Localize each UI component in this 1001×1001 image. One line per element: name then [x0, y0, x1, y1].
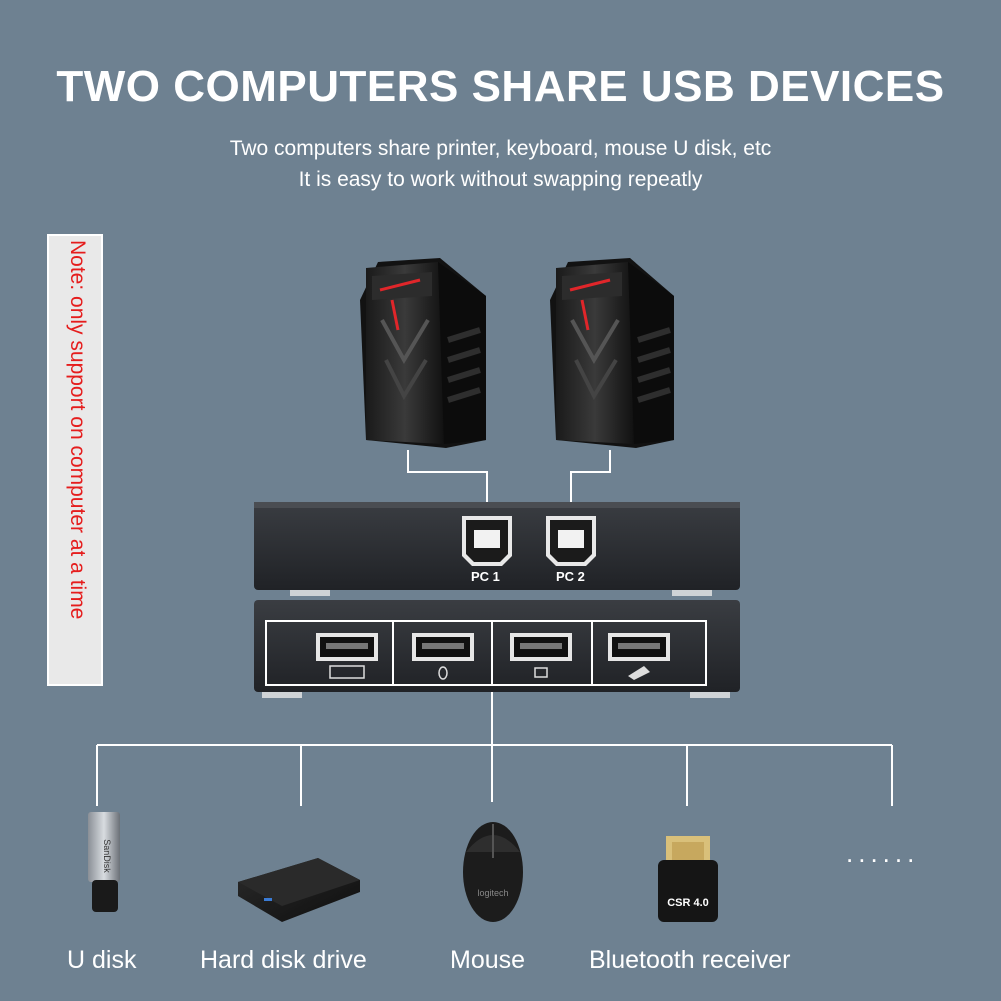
device-label-mouse: Mouse: [450, 946, 526, 974]
usb-switch-back-panel: [254, 502, 740, 596]
svg-text:logitech: logitech: [477, 888, 508, 898]
usb-b-port-pc2-icon: [546, 516, 596, 566]
usb-flash-drive-icon: SanDisk: [88, 812, 120, 912]
usb-b-port-pc1-icon: [462, 516, 512, 566]
usb-a-port-keyboard-icon: [316, 633, 378, 679]
device-label-hard-disk: Hard disk drive: [200, 946, 367, 974]
page-title: TWO COMPUTERS SHARE USB DEVICES: [56, 62, 945, 111]
csr-label: CSR 4.0: [667, 897, 709, 909]
subtitle-line-1: Two computers share printer, keyboard, m…: [229, 137, 772, 160]
device-label-bluetooth: Bluetooth receiver: [589, 946, 791, 974]
computer-tower-1-icon: [360, 258, 486, 448]
port-label-pc1: PC 1: [471, 569, 500, 584]
port-label-pc2: PC 2: [556, 569, 585, 584]
svg-text:SanDisk: SanDisk: [102, 839, 112, 873]
note-text: Note: only support on computer at a time: [66, 240, 89, 620]
mouse-icon: logitech: [463, 822, 523, 922]
device-label-u-disk: U disk: [67, 946, 137, 974]
hard-disk-drive-icon: [238, 858, 360, 922]
bluetooth-receiver-icon: CSR 4.0: [658, 836, 718, 922]
computer-tower-2-icon: [550, 258, 674, 448]
subtitle-line-2: It is easy to work without swapping repe…: [298, 168, 703, 191]
usb-a-port-printer-icon: [510, 633, 572, 678]
usb-a-port-udisk-icon: [608, 633, 670, 680]
more-devices-ellipsis: ......: [846, 838, 920, 868]
usb-switch-front-panel: [254, 600, 740, 698]
usb-a-port-mouse-icon: [412, 633, 474, 680]
note-box: Note: only support on computer at a time: [47, 234, 103, 686]
